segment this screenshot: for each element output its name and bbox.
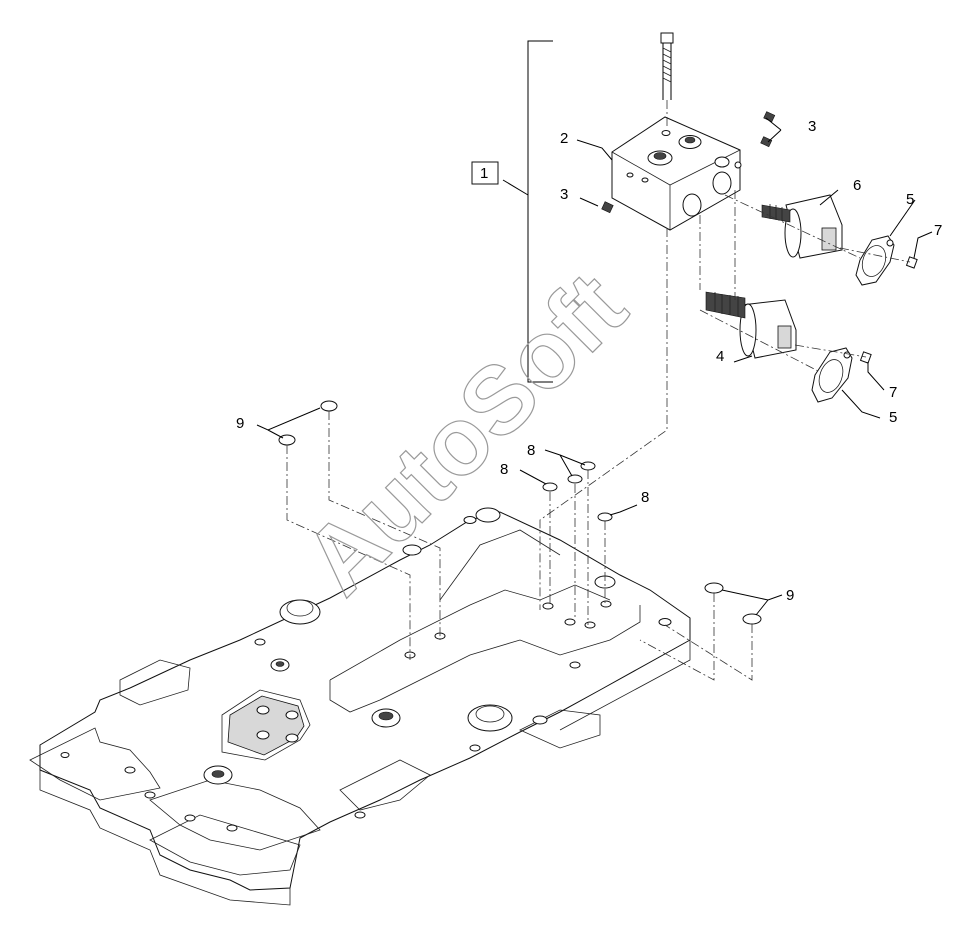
callout-9-left: 9 [236,415,244,432]
callout-7-top: 7 [934,222,942,239]
gasket-lower [811,347,853,403]
callout-8-right: 8 [641,489,649,506]
callout-1: 1 [480,165,488,182]
valve-block [611,116,742,231]
callout-2: 2 [560,130,568,147]
solenoid-valve-lower [705,291,797,359]
solenoid-valve-upper [761,194,843,259]
o-rings [278,400,762,625]
callout-9-right: 9 [786,587,794,604]
callout-4: 4 [716,348,724,365]
callout-5-bottom: 5 [889,409,897,426]
callout-8-upper: 8 [527,442,535,459]
callout-8-left: 8 [500,461,508,478]
callout-5-top: 5 [906,191,914,208]
gasket-screws [859,256,918,364]
centerlines [286,190,911,681]
callout-3-top: 3 [808,118,816,135]
mounting-bolt [660,32,674,128]
leader-lines [256,117,933,616]
plug-screws [601,111,776,214]
base-plate [29,507,691,906]
callout-3-left: 3 [560,186,568,203]
assembly-bracket [471,40,553,383]
callout-6: 6 [853,177,861,194]
gasket-upper [855,235,895,286]
callout-7-bottom: 7 [889,384,897,401]
callout-labels: 1 2 3 3 6 5 7 4 7 5 9 8 8 8 9 [236,118,942,604]
assembly-callout-box [471,161,499,185]
